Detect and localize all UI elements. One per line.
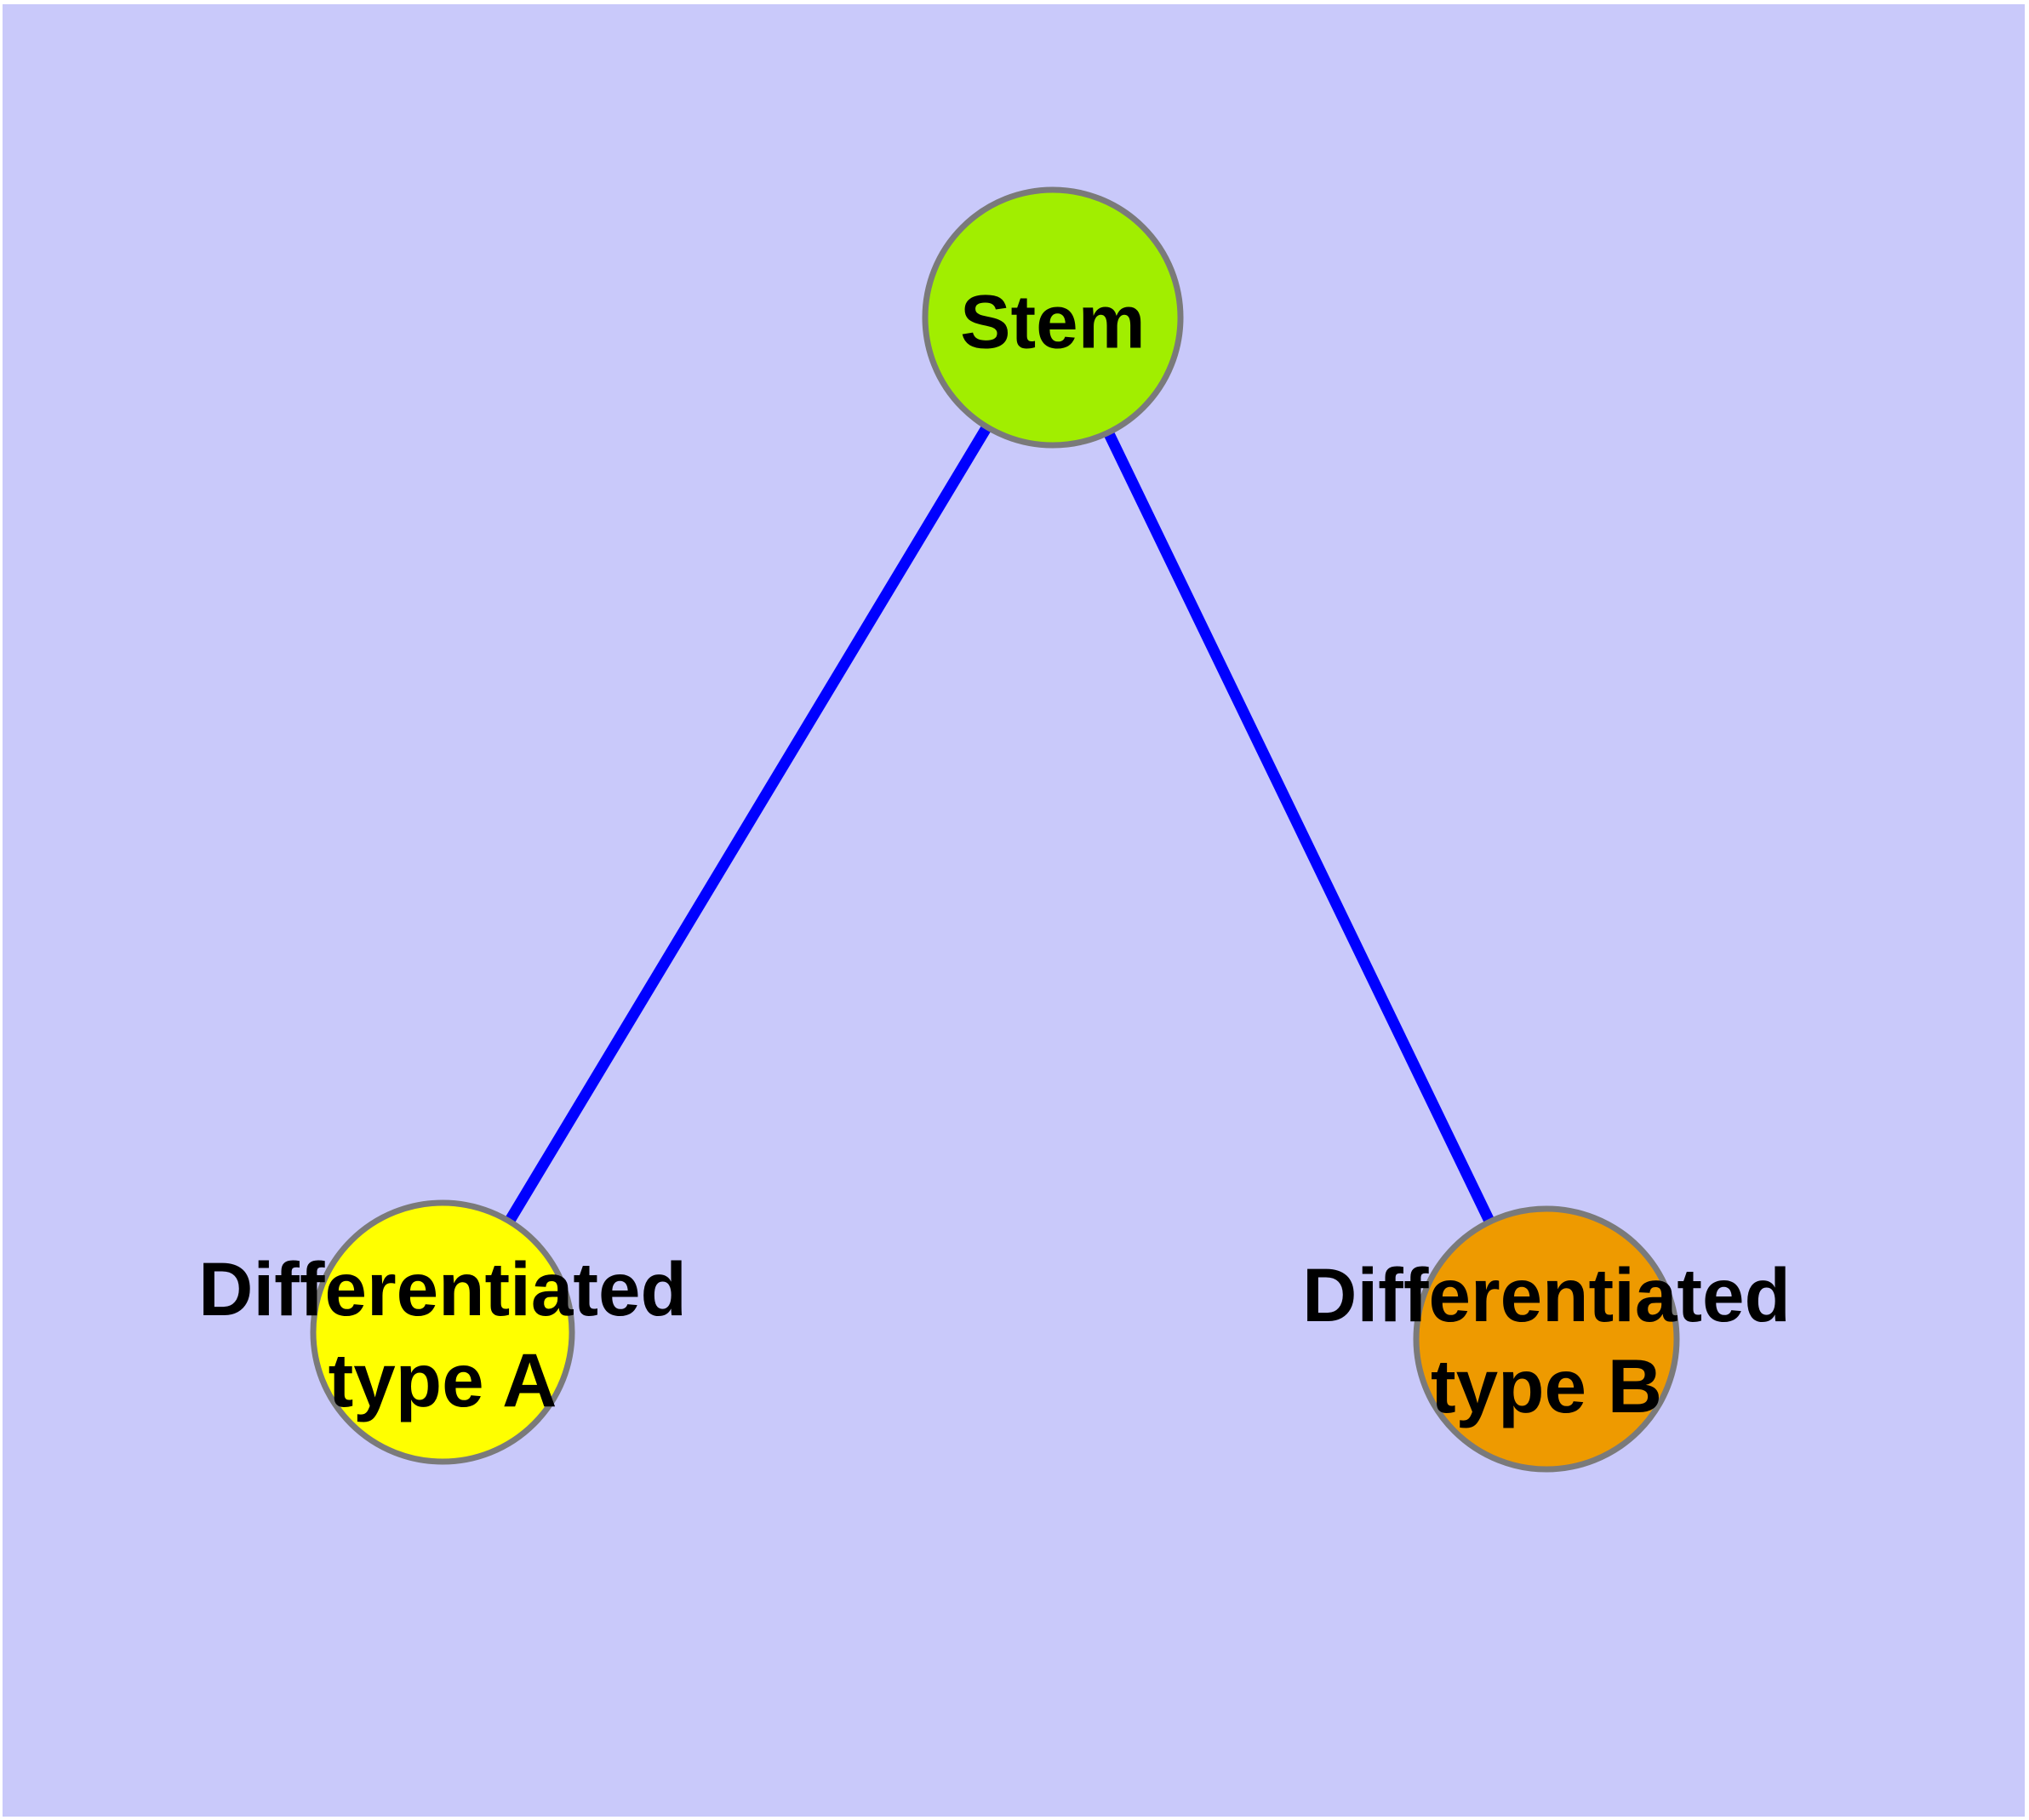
edge-stem-to-type-a (437, 314, 1058, 1336)
node-stem-label: Stem (960, 278, 1146, 364)
node-differentiated-type-a (310, 1199, 575, 1465)
edge-stem-to-type-b (1048, 315, 1552, 1342)
node-differentiated-type-b (1413, 1205, 1680, 1473)
node-stem (922, 186, 1184, 449)
node-differentiated-type-a-label: Differentiated type A (198, 1246, 687, 1422)
node-differentiated-type-b-label: Differentiated type B (1302, 1252, 1791, 1428)
